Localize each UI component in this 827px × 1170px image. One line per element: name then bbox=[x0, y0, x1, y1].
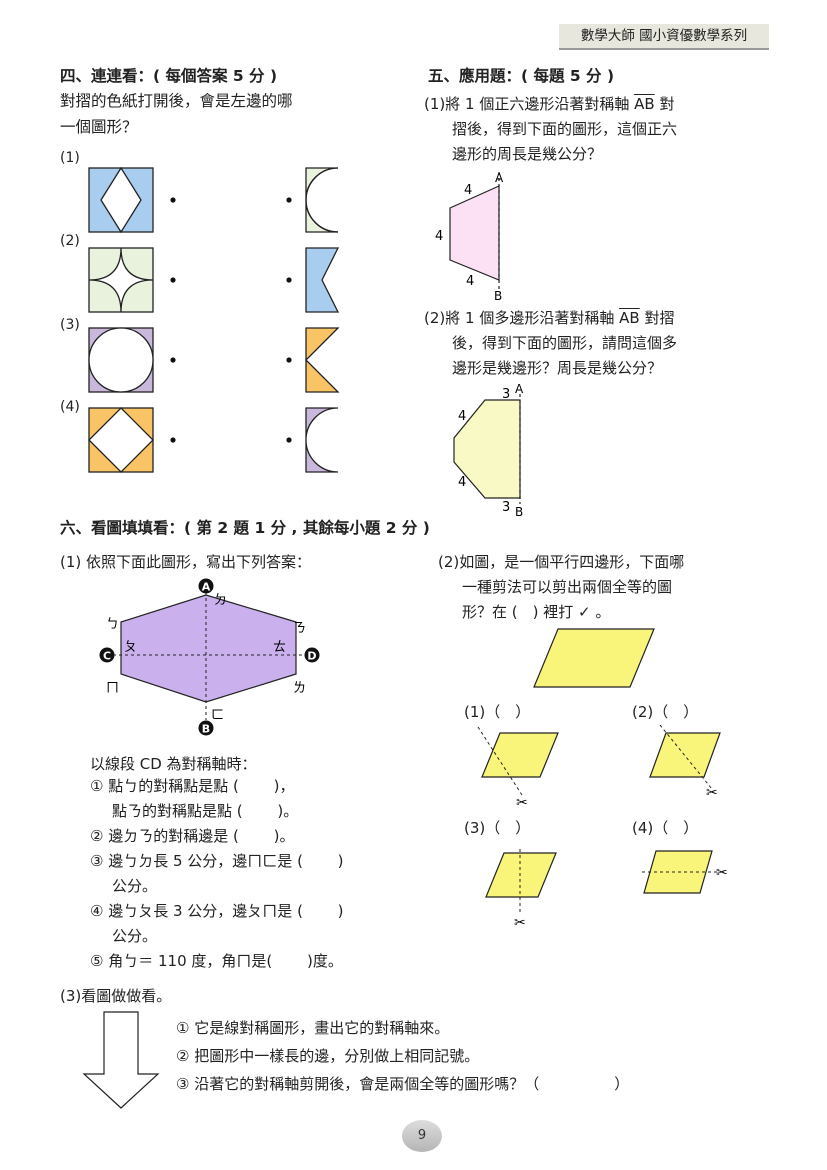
poly-label-top: 3 bbox=[502, 387, 510, 402]
section4-title: 四、連連看：( 每個答案 5 分 ) bbox=[60, 67, 278, 85]
section4-prompt-2: 一個圖形？ bbox=[60, 118, 138, 136]
s6-p2-line3: 形？在 ( ) 裡打 ✓ 。 bbox=[462, 603, 611, 621]
s6-item-5: ⑤ 角ㄅ＝ 110 度，角ㄇ是( )度。 bbox=[90, 952, 343, 970]
s6-p3-item-1: ① 它是線對稱圖形，畫出它的對稱軸來。 bbox=[176, 1019, 450, 1037]
option-4-label[interactable]: (4)（ ） bbox=[632, 819, 699, 837]
s5-q2-line2: 後，得到下面的圖形，請問這個多 bbox=[452, 334, 678, 352]
right-half-3 bbox=[305, 327, 340, 393]
s6-item-3b: 公分。 bbox=[112, 877, 158, 895]
hex-label-b: B bbox=[494, 289, 502, 303]
match-diagram bbox=[88, 166, 340, 473]
vertex-left-bottom: ㄇ bbox=[106, 681, 119, 696]
s4-label-2: (2) bbox=[60, 233, 80, 249]
option-2-label[interactable]: (2)（ ） bbox=[632, 703, 699, 721]
hexagon-axis-figure: A B C D ㄉ ㄅ ㄋ ㄇ ㄈ ㄌ ㄆ ㄊ bbox=[99, 578, 320, 736]
parallelogram-main bbox=[533, 628, 655, 688]
left-dot-4[interactable] bbox=[170, 437, 176, 443]
vertex-left-top: ㄅ bbox=[106, 617, 119, 632]
poly-label-bottom: 3 bbox=[502, 500, 510, 515]
axis-ab-label: AB bbox=[634, 95, 655, 113]
s6-p3-title: (3)看圖做做看。 bbox=[60, 987, 172, 1005]
point-c-marker: C bbox=[99, 647, 115, 663]
hex-label-a: A bbox=[495, 171, 504, 185]
left-square-2 bbox=[88, 247, 154, 313]
scissors-icon: ✂ bbox=[516, 795, 528, 811]
half-hexagon-figure: A B 4 4 4 bbox=[435, 171, 504, 303]
s4-label-1: (1) bbox=[60, 150, 80, 166]
half-polygon-figure: 3 A 4 4 3 B bbox=[453, 382, 524, 519]
option-4-figure: ✂ bbox=[642, 850, 728, 894]
section4-prompt-1: 對摺的色紙打開後，會是左邊的哪 bbox=[60, 92, 293, 110]
hex-label-bottom: 4 bbox=[466, 274, 474, 289]
axis-ab-label-2: AB bbox=[619, 309, 640, 327]
down-arrow-figure bbox=[82, 1011, 160, 1109]
right-half-4 bbox=[305, 407, 339, 473]
s6-item-1a: ① 點ㄅ的對稱點是點 ( )， bbox=[90, 777, 295, 795]
svg-text:B: B bbox=[202, 723, 210, 736]
point-b-marker: B bbox=[198, 720, 214, 736]
hex-label-top: 4 bbox=[464, 183, 472, 198]
scissors-icon: ✂ bbox=[716, 865, 728, 881]
s6-p2-line1: (2)如圖，是一個平行四邊形，下面哪 bbox=[438, 553, 685, 571]
point-a-marker: A bbox=[198, 578, 214, 594]
s6-p2-line2: 一種剪法可以剪出兩個全等的圖 bbox=[462, 578, 673, 596]
s6-p3-item-2: ② 把圖形中一樣長的邊，分別做上相同記號。 bbox=[176, 1047, 480, 1065]
svg-text:D: D bbox=[307, 650, 316, 663]
option-1-label[interactable]: (1)（ ） bbox=[464, 703, 531, 721]
s5-q1-line2: 摺後，得到下面的圖形，這個正六 bbox=[452, 120, 678, 138]
s6-item-4: ④ 邊ㄅㄆ長 3 公分，邊ㄆㄇ是 ( ) bbox=[90, 902, 344, 920]
right-dot-2[interactable] bbox=[286, 277, 292, 283]
scissors-icon: ✂ bbox=[706, 785, 718, 801]
s6-p1-title: (1) 依照下面此圖形，寫出下列答案： bbox=[60, 553, 312, 571]
point-d-marker: D bbox=[304, 647, 320, 663]
vertex-right-top: ㄋ bbox=[293, 621, 306, 636]
poly-label-lower-left: 4 bbox=[458, 475, 466, 490]
s6-item-4b: 公分。 bbox=[112, 927, 158, 945]
s4-label-4: (4) bbox=[60, 399, 80, 415]
s6-item-1b: 點ㄋ的對稱點是點 ( )。 bbox=[112, 802, 299, 820]
right-dot-3[interactable] bbox=[286, 357, 292, 363]
svg-text:A: A bbox=[202, 581, 211, 594]
left-square-1 bbox=[88, 166, 154, 234]
s5-q1-line1: (1)將 1 個正六邊形沿著對稱軸 AB 對 bbox=[424, 95, 675, 113]
right-half-2 bbox=[305, 247, 340, 313]
series-header: 數學大師 國小資優數學系列 bbox=[559, 24, 769, 50]
left-square-3 bbox=[88, 327, 154, 393]
left-dot-1[interactable] bbox=[170, 197, 176, 203]
s5-q2-line3: 邊形是幾邊形？周長是幾公分？ bbox=[452, 359, 663, 377]
vertex-top: ㄉ bbox=[214, 593, 227, 608]
vertex-inner-left: ㄆ bbox=[124, 640, 137, 655]
left-dot-2[interactable] bbox=[170, 277, 176, 283]
page-number: 9 bbox=[402, 1120, 442, 1152]
s6-p3-item-3: ③ 沿著它的對稱軸剪開後，會是兩個全等的圖形嗎？（ ） bbox=[176, 1075, 630, 1093]
s5-q1-line3: 邊形的周長是幾公分？ bbox=[452, 145, 603, 163]
option-3-figure: ✂ bbox=[485, 849, 557, 931]
left-square-4 bbox=[88, 407, 154, 473]
vertex-bottom: ㄈ bbox=[211, 708, 224, 723]
poly-label-upper-left: 4 bbox=[458, 409, 466, 424]
hex-label-left: 4 bbox=[435, 229, 443, 244]
section6-title: 六、看圖填填看：( 第 2 題 1 分 , 其餘每小題 2 分 ) bbox=[60, 519, 430, 537]
poly-label-b: B bbox=[515, 505, 523, 519]
s6-item-3: ③ 邊ㄅㄉ長 5 公分，邊ㄇㄈ是 ( ) bbox=[90, 852, 344, 870]
section5-title: 五、應用題：( 每題 5 分 ) bbox=[428, 67, 615, 85]
scissors-icon: ✂ bbox=[514, 915, 526, 931]
vertex-right-bottom: ㄌ bbox=[293, 681, 306, 696]
right-half-1 bbox=[305, 167, 339, 233]
s5-q2-line1: (2)將 1 個多邊形沿著對稱軸 AB 對摺 bbox=[424, 309, 675, 327]
left-dot-3[interactable] bbox=[170, 357, 176, 363]
s6-axis-note: 以線段 CD 為對稱軸時： bbox=[90, 755, 257, 773]
option-1-figure: ✂ bbox=[477, 726, 559, 811]
poly-label-a: A bbox=[515, 382, 524, 396]
right-dot-1[interactable] bbox=[286, 197, 292, 203]
s6-item-2: ② 邊ㄉㄋ的對稱邊是 ( )。 bbox=[90, 827, 295, 845]
vertex-inner-right: ㄊ bbox=[273, 640, 286, 655]
right-dot-4[interactable] bbox=[286, 437, 292, 443]
svg-text:C: C bbox=[103, 650, 111, 663]
option-3-label[interactable]: (3)（ ） bbox=[464, 819, 531, 837]
s4-label-3: (3) bbox=[60, 317, 80, 333]
option-2-figure: ✂ bbox=[649, 725, 721, 801]
